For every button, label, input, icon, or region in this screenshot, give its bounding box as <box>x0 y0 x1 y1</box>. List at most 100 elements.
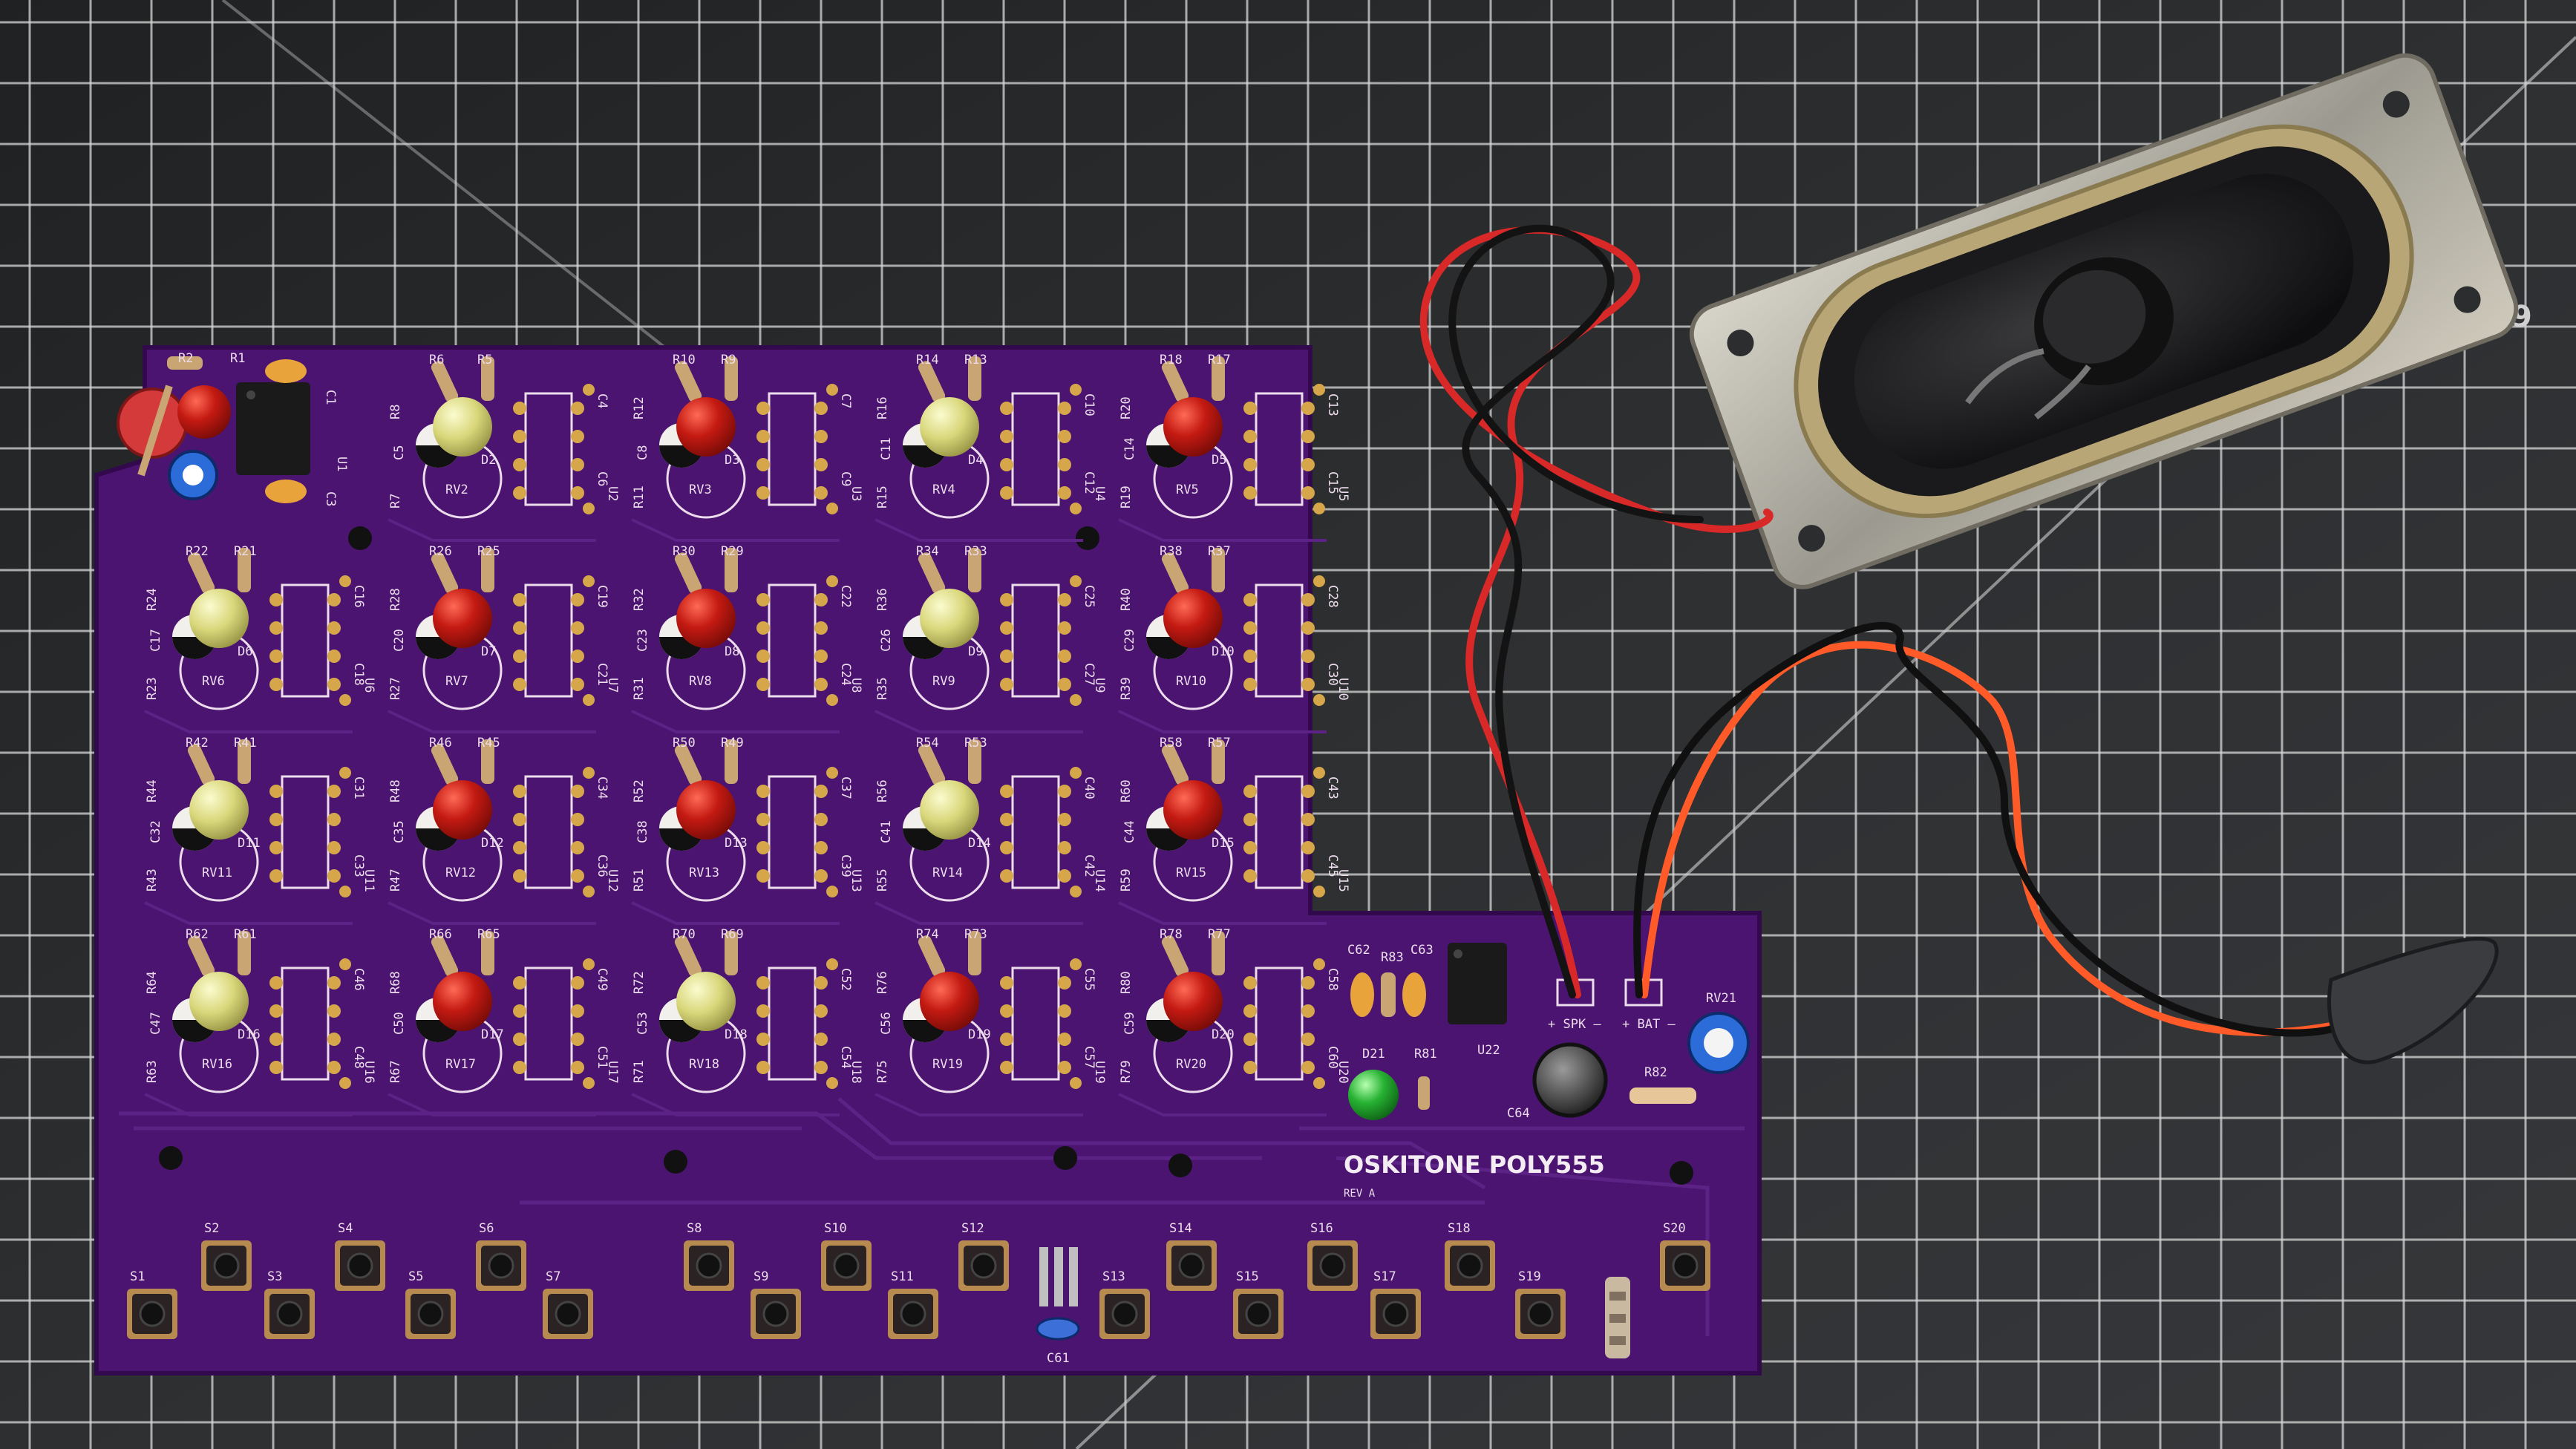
label-c63: C63 <box>1410 943 1434 958</box>
tactile-button-s11[interactable]: S11 <box>888 1269 938 1339</box>
label-rv18: RV18 <box>689 1057 719 1072</box>
label-c19: C19 <box>595 585 609 608</box>
label-s20: S20 <box>1663 1221 1686 1236</box>
label-c13: C13 <box>1325 393 1340 416</box>
label-c43: C43 <box>1325 776 1340 799</box>
label-r63: R63 <box>145 1060 160 1083</box>
label-s7: S7 <box>546 1269 560 1284</box>
label-r12: R12 <box>632 396 647 419</box>
label-rv19: RV19 <box>932 1057 963 1072</box>
mounting-holes <box>159 526 1693 1185</box>
label-c9: C9 <box>838 471 853 486</box>
label-r57: R57 <box>1208 736 1231 750</box>
led-d11 <box>189 780 249 840</box>
tactile-button-s9[interactable]: S9 <box>751 1269 801 1339</box>
label-s5: S5 <box>408 1269 423 1284</box>
tactile-button-s8[interactable]: S8 <box>684 1221 734 1291</box>
label-c40: C40 <box>1082 776 1096 799</box>
label-r35: R35 <box>875 677 890 700</box>
tactile-button-s4[interactable]: S4 <box>335 1221 385 1291</box>
label-c54: C54 <box>838 1046 853 1069</box>
label-r74: R74 <box>916 927 939 942</box>
tactile-button-s6[interactable]: S6 <box>476 1221 526 1291</box>
label-r72: R72 <box>632 971 647 994</box>
label-r51: R51 <box>632 869 647 892</box>
tactile-button-s18[interactable]: S18 <box>1445 1221 1495 1291</box>
label-r6: R6 <box>429 353 444 367</box>
label-c15: C15 <box>1325 471 1340 494</box>
board-title: OSKITONE POLY555 <box>1344 1151 1605 1179</box>
label-c48: C48 <box>351 1046 366 1069</box>
tactile-button-s12[interactable]: S12 <box>958 1221 1009 1291</box>
label-c36: C36 <box>595 854 609 877</box>
tactile-button-s2[interactable]: S2 <box>201 1221 252 1291</box>
label-r66: R66 <box>429 927 452 942</box>
tactile-button-s19[interactable]: S19 <box>1515 1269 1566 1339</box>
led-d6 <box>189 589 249 648</box>
label-c57: C57 <box>1082 1046 1096 1069</box>
label-s6: S6 <box>479 1221 494 1236</box>
label-c59: C59 <box>1122 1012 1137 1035</box>
label-r17: R17 <box>1208 353 1231 367</box>
label-u1: U1 <box>334 457 349 471</box>
led-d20 <box>1163 972 1223 1031</box>
label-r47: R47 <box>388 869 403 892</box>
label-r71: R71 <box>632 1060 647 1083</box>
label-r1-master: R1 <box>230 351 245 366</box>
label-r16: R16 <box>875 396 890 419</box>
label-r13: R13 <box>964 353 987 367</box>
label-c11: C11 <box>879 437 894 460</box>
label-d11: D11 <box>238 836 261 851</box>
tactile-button-s7[interactable]: S7 <box>543 1269 593 1339</box>
tactile-button-s14[interactable]: S14 <box>1166 1221 1217 1291</box>
tactile-button-s13[interactable]: S13 <box>1099 1269 1150 1339</box>
label-r49: R49 <box>721 736 744 750</box>
label-rv14: RV14 <box>932 866 963 880</box>
label-c42: C42 <box>1082 854 1096 877</box>
tactile-button-s15[interactable]: S15 <box>1233 1269 1284 1339</box>
label-d8: D8 <box>725 644 739 659</box>
label-r55: R55 <box>875 869 890 892</box>
label-c44: C44 <box>1122 820 1137 843</box>
label-r50: R50 <box>673 736 696 750</box>
label-r64: R64 <box>145 971 160 994</box>
label-c26: C26 <box>879 629 894 652</box>
power-led <box>1348 1070 1399 1120</box>
label-r38: R38 <box>1160 544 1183 559</box>
label-rv16: RV16 <box>202 1057 232 1072</box>
tactile-button-s3[interactable]: S3 <box>264 1269 315 1339</box>
label-r18: R18 <box>1160 353 1183 367</box>
label-r83: R83 <box>1381 950 1404 965</box>
label-u14: U14 <box>1092 869 1107 892</box>
label-c35: C35 <box>392 820 407 843</box>
tactile-button-s16[interactable]: S16 <box>1307 1221 1358 1291</box>
tactile-button-s1[interactable]: S1 <box>127 1269 177 1339</box>
label-c51: C51 <box>595 1046 609 1069</box>
label-d13: D13 <box>725 836 748 851</box>
label-d21: D21 <box>1362 1047 1385 1062</box>
label-u10: U10 <box>1336 678 1350 701</box>
label-s15: S15 <box>1236 1269 1259 1284</box>
label-rv8: RV8 <box>689 674 712 689</box>
label-r27: R27 <box>388 677 403 700</box>
tactile-button-s20[interactable]: S20 <box>1660 1221 1710 1291</box>
label-u7: U7 <box>605 678 620 693</box>
label-r52: R52 <box>632 779 647 802</box>
label-c7: C7 <box>838 393 853 408</box>
tactile-button-s10[interactable]: S10 <box>821 1221 872 1291</box>
label-rv3: RV3 <box>689 483 712 497</box>
label-s4: S4 <box>338 1221 353 1236</box>
label-c10: C10 <box>1082 393 1096 416</box>
tactile-button-s5[interactable]: S5 <box>405 1269 456 1339</box>
label-c5: C5 <box>392 445 407 460</box>
label-s13: S13 <box>1102 1269 1125 1284</box>
label-r61: R61 <box>234 927 257 942</box>
led-d9 <box>920 589 979 648</box>
tactile-button-s17[interactable]: S17 <box>1370 1269 1421 1339</box>
label-c16: C16 <box>351 585 366 608</box>
